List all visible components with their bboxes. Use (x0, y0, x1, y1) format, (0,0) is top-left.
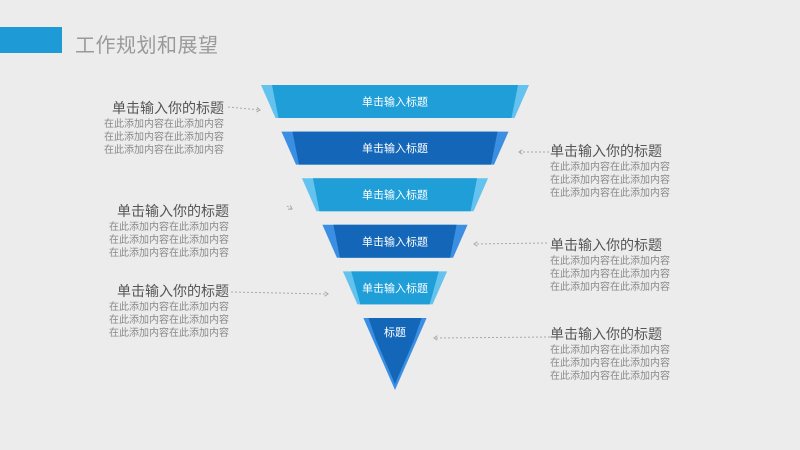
connector-arrow (287, 205, 293, 210)
connector-line (286, 205, 293, 210)
connector-line (473, 242, 548, 245)
block-title: 单击输入你的标题 (117, 284, 229, 300)
block-line: 在此添加内容在此添加内容 (109, 315, 229, 326)
funnel-layer-label: 单击输入标题 (362, 281, 428, 295)
connector-line (230, 291, 329, 295)
funnel-layer-label: 单击输入标题 (362, 141, 428, 155)
funnel-layer-label: 标题 (384, 325, 406, 339)
block-line: 在此添加内容在此添加内容 (109, 302, 229, 313)
text-block-4: 单击输入你的标题 在此添加内容在此添加内容 在此添加内容在此添加内容 在此添加内… (550, 237, 670, 294)
funnel-layer-face (351, 271, 439, 305)
block-line: 在此添加内容在此添加内容 (104, 145, 224, 156)
connector-arrow (256, 107, 261, 113)
block-line: 在此添加内容在此添加内容 (104, 132, 224, 143)
connector-arrow (433, 335, 438, 341)
connector-line (227, 106, 261, 111)
block-line: 在此添加内容在此添加内容 (104, 119, 224, 130)
block-line: 在此添加内容在此添加内容 (550, 345, 670, 356)
text-block-2: 单击输入你的标题 在此添加内容在此添加内容 在此添加内容在此添加内容 在此添加内… (550, 143, 670, 200)
funnel-layer-face (312, 178, 478, 212)
block-line: 在此添加内容在此添加内容 (550, 282, 670, 293)
connector-line (433, 336, 551, 339)
block-title: 单击输入你的标题 (550, 327, 662, 343)
block-line: 在此添加内容在此添加内容 (550, 358, 670, 369)
block-line: 在此添加内容在此添加内容 (550, 162, 670, 173)
funnel-layer-face (292, 131, 498, 165)
block-title: 单击输入你的标题 (117, 204, 229, 220)
block-line: 在此添加内容在此添加内容 (550, 371, 670, 382)
funnel-layer-label: 单击输入标题 (362, 95, 428, 109)
block-title: 单击输入你的标题 (550, 144, 662, 160)
block-line: 在此添加内容在此添加内容 (109, 222, 229, 233)
block-title: 单击输入你的标题 (550, 238, 662, 254)
funnel-layer-face (333, 224, 457, 258)
header-accent-bar (0, 27, 62, 53)
block-line: 在此添加内容在此添加内容 (550, 269, 670, 280)
funnel-layer-face (368, 318, 422, 384)
page-title: 工作规划和展望 (75, 33, 219, 57)
block-line: 在此添加内容在此添加内容 (550, 256, 670, 267)
connector-arrow (518, 149, 523, 155)
block-line: 在此添加内容在此添加内容 (550, 175, 670, 186)
text-block-6: 单击输入你的标题 在此添加内容在此添加内容 在此添加内容在此添加内容 在此添加内… (550, 326, 670, 383)
block-title: 单击输入你的标题 (112, 101, 224, 117)
block-line: 在此添加内容在此添加内容 (109, 248, 229, 259)
text-block-3: 单击输入你的标题 在此添加内容在此添加内容 在此添加内容在此添加内容 在此添加内… (109, 203, 229, 260)
text-block-5: 单击输入你的标题 在此添加内容在此添加内容 在此添加内容在此添加内容 在此添加内… (109, 283, 229, 340)
block-line: 在此添加内容在此添加内容 (109, 328, 229, 339)
connector-arrow (473, 241, 478, 247)
connector-arrow (324, 291, 329, 297)
funnel-layer-label: 单击输入标题 (362, 234, 428, 248)
funnel-layer-label: 单击输入标题 (362, 188, 428, 202)
block-line: 在此添加内容在此添加内容 (109, 235, 229, 246)
text-block-1: 单击输入你的标题 在此添加内容在此添加内容 在此添加内容在此添加内容 在此添加内… (104, 100, 224, 157)
block-line: 在此添加内容在此添加内容 (550, 188, 670, 199)
funnel-layer-face (272, 85, 518, 118)
